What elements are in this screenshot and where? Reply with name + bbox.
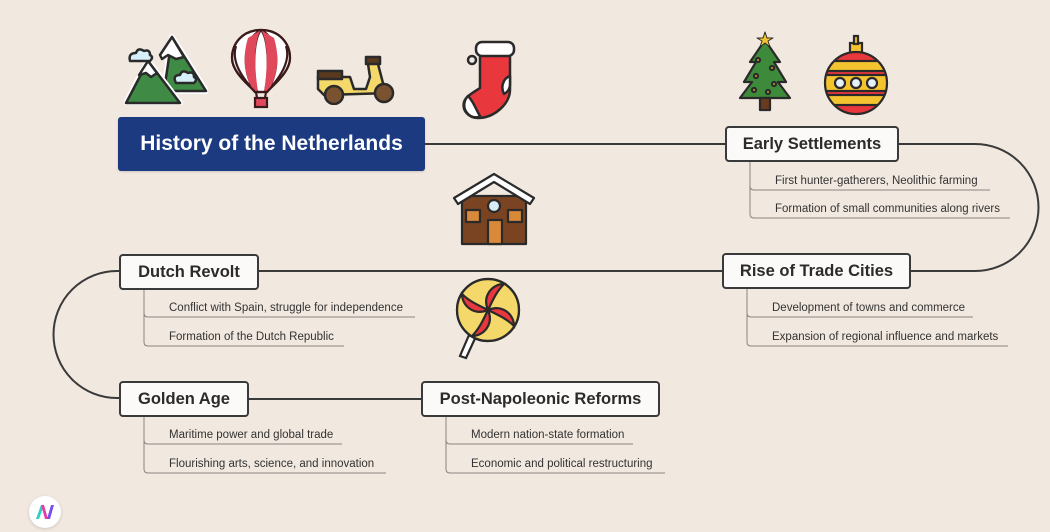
christmas-ornament-icon [823,34,889,116]
app-logo[interactable] [29,496,61,528]
christmas-tree-icon [738,31,792,112]
topic-dutch-revolt[interactable]: Dutch Revolt [119,254,259,290]
subtopic[interactable]: Conflict with Spain, struggle for indepe… [169,302,403,314]
lollipop-icon [455,277,521,360]
topic-title: Golden Age [138,389,230,408]
subtopic[interactable]: Maritime power and global trade [169,429,334,441]
topic-post-napoleonic-reforms[interactable]: Post-Napoleonic Reforms [421,381,660,417]
subtopic[interactable]: Development of towns and commerce [772,302,966,314]
subtopic[interactable]: First hunter-gatherers, Neolithic farmin… [775,175,978,187]
topic-early-settlements[interactable]: Early Settlements [725,126,899,162]
root-title: History of the Netherlands [140,132,403,155]
scooter-icon [316,55,395,105]
topic-golden-age[interactable]: Golden Age [119,381,249,417]
gingerbread-house-icon [452,172,536,246]
subtopic[interactable]: Economic and political restructuring [471,458,653,470]
mountains-icon [124,34,208,105]
subtopic[interactable]: Formation of the Dutch Republic [169,331,334,343]
topic-title: Rise of Trade Cities [739,261,894,280]
root-topic[interactable]: History of the Netherlands [118,117,425,171]
topic-title: Dutch Revolt [138,262,240,281]
topic-title: Post-Napoleonic Reforms [439,389,642,408]
subtopic[interactable]: Formation of small communities along riv… [775,203,1000,215]
subtopic[interactable]: Modern nation-state formation [471,429,625,441]
topic-title: Early Settlements [742,134,882,153]
hot-air-balloon-icon [230,28,292,109]
topic-rise-of-trade-cities[interactable]: Rise of Trade Cities [722,253,911,289]
subtopic[interactable]: Expansion of regional influence and mark… [772,331,999,343]
subtopic[interactable]: Flourishing arts, science, and innovatio… [169,458,375,470]
christmas-stocking-icon [462,40,516,120]
logo-icon [36,505,54,519]
